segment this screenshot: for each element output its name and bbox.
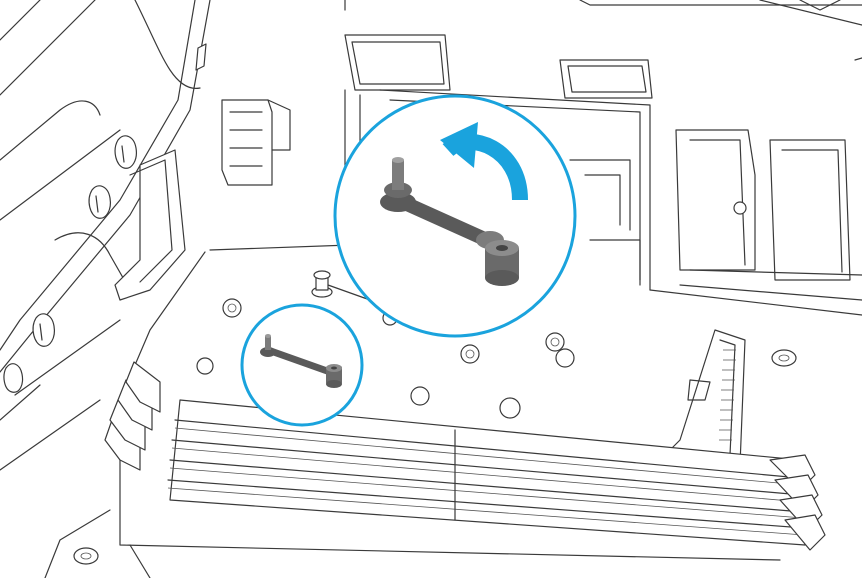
m2-slot <box>669 329 746 466</box>
wall-slot-cutouts <box>3 43 207 393</box>
m2-standoff-screw-icon <box>260 334 342 388</box>
large-callout <box>333 94 577 338</box>
chassis-left-wall <box>0 0 211 578</box>
m2-standoff-screw-icon-large <box>380 157 519 286</box>
counterclockwise-arrow-icon <box>440 122 528 201</box>
ram-slots <box>104 361 826 551</box>
board-standoff <box>311 270 371 301</box>
wall-clip <box>221 99 291 186</box>
board-holes <box>73 298 797 565</box>
small-callout <box>240 303 364 427</box>
